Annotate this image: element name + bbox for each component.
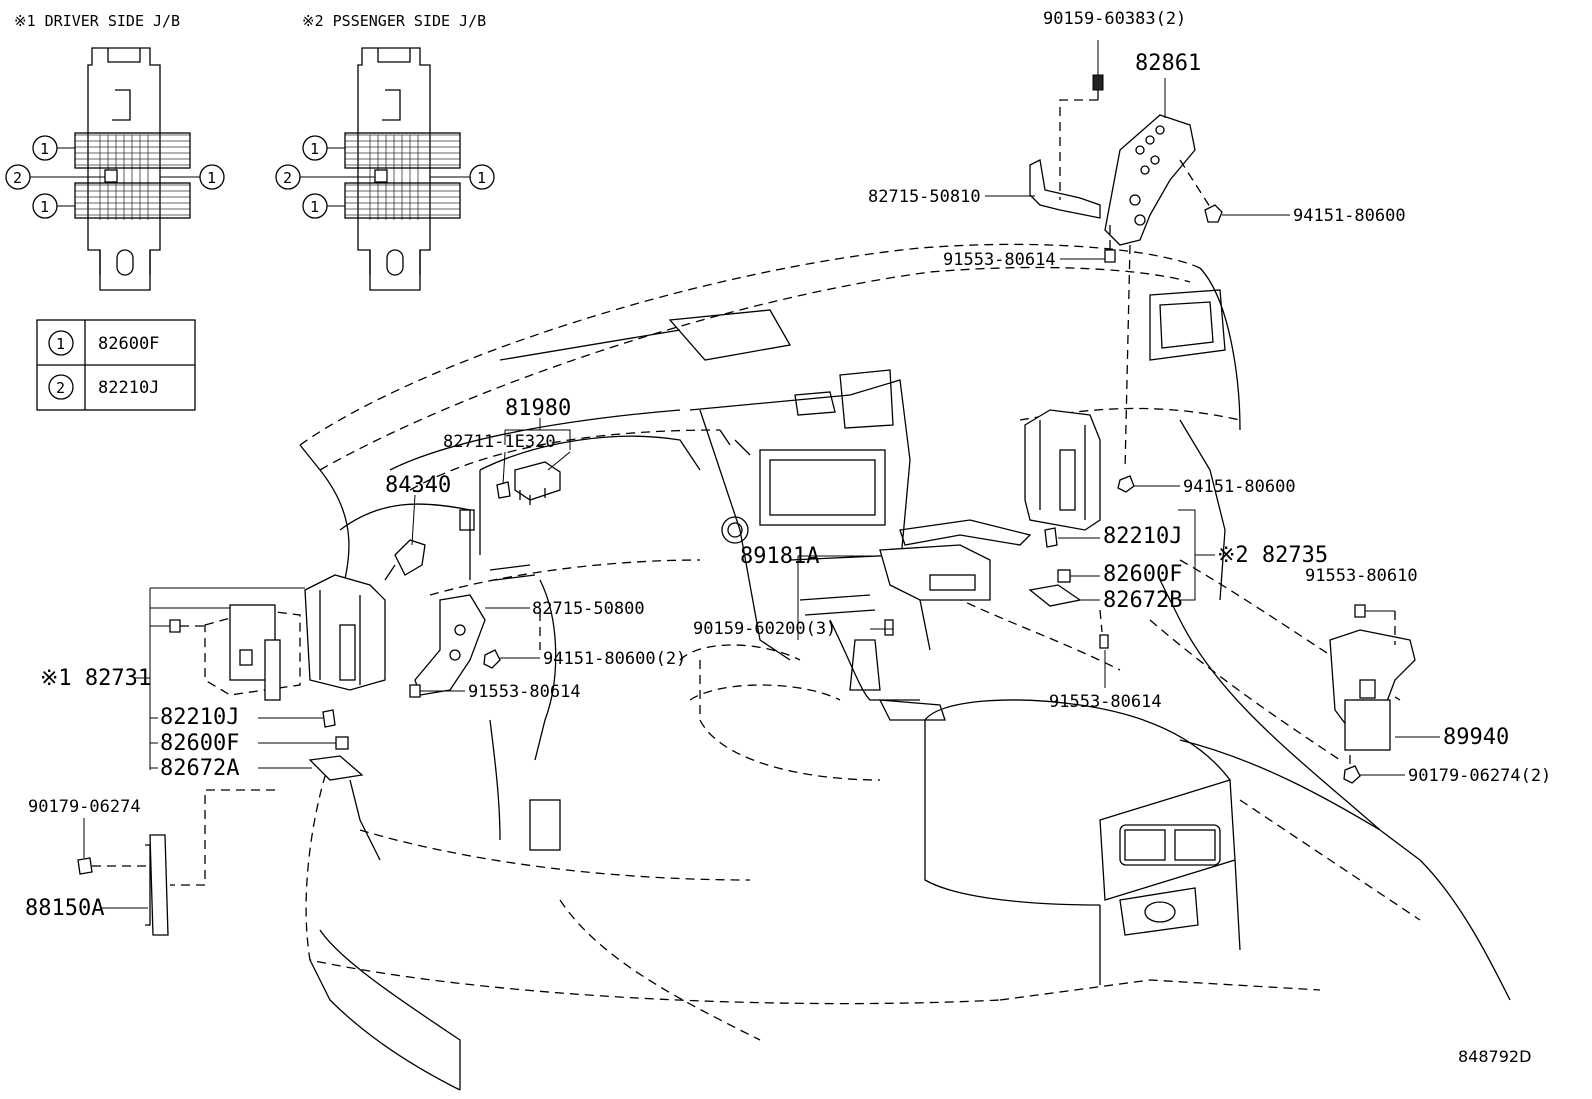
driver-callout-1-bottom: 1 [32,193,75,219]
driver-jb-illustration [74,47,191,291]
passenger-callout-2: 2 [275,164,375,190]
label-89181A: 89181A [740,544,819,569]
relay-82600F-left [335,736,349,750]
label-82715-50810: 82715-50810 [868,187,981,207]
driver-jb-header: ※1 DRIVER SIDE J/B [14,12,180,30]
module-89181A [879,519,1032,601]
label-82210J-right: 82210J [1103,524,1182,549]
label-90159-60200: 90159-60200(3) [693,619,836,639]
svg-text:1: 1 [207,169,216,187]
passenger-jb-illustration [344,47,461,291]
label-82672A: 82672A [160,756,239,781]
label-91553-80610: 91553-80610 [1305,566,1418,586]
bolt-82731 [169,619,181,633]
passenger-callout-1-bottom: 1 [302,193,345,219]
svg-text:82210J: 82210J [98,378,159,398]
svg-text:2: 2 [56,379,65,397]
bolt-91553-80614-right [1099,634,1109,649]
cover-82672B [1028,584,1082,607]
label-84340: 84340 [385,473,451,498]
label-91553-80614-right: 91553-80614 [1049,692,1162,712]
legend-row-1: 1 82600F [48,330,159,356]
switch-84340 [384,539,426,581]
label-94151-80600-2: 94151-80600(2) [543,649,686,669]
driver-callout-1-right: 1 [160,164,225,190]
label-82672B: 82672B [1103,588,1182,613]
relay-81980 [514,461,561,505]
svg-text:1: 1 [56,335,65,353]
svg-text:2: 2 [13,169,22,187]
label-90159-60383: 90159-60383(2) [1043,9,1186,29]
label-88150A: 88150A [25,896,104,921]
svg-text:82600F: 82600F [98,334,159,354]
passenger-callout-1-right: 1 [430,164,495,190]
bracket-82715-50810 [1029,159,1101,219]
label-91553-80614-left: 91553-80614 [468,682,581,702]
nut-90179-06274-2 [1343,765,1361,784]
clip-82711-1E320 [496,481,511,499]
figure-id: 848792D [1458,1047,1531,1066]
label-94151-80600-mid: 94151-80600 [1183,477,1296,497]
nut-94151-80600-mid [1117,475,1135,493]
bracket-91553-80610 [1354,604,1366,618]
bolt-91553-80614-top [1104,249,1116,263]
label-90179-06274: 90179-06274 [28,797,141,817]
label-82715-50800: 82715-50800 [532,599,645,619]
bolt-90159-60200 [884,619,894,636]
relay-82600F-right [1057,569,1071,583]
label-82600F-right: 82600F [1103,562,1182,587]
svg-text:1: 1 [310,140,319,158]
vehicle-interior-outline [299,243,1511,1091]
label-82711-1E320: 82711-1E320 [443,432,556,452]
bolt-91553-80614-left [409,684,421,698]
label-82735: ※2 82735 [1217,543,1328,568]
label-82861: 82861 [1135,51,1201,76]
jb-82735 [1024,409,1101,531]
driver-callout-1-top: 1 [32,135,75,161]
svg-text:1: 1 [40,140,49,158]
label-81980: 81980 [505,396,571,421]
legend-row-2: 2 82210J [48,374,159,400]
label-89940: 89940 [1443,725,1509,750]
svg-text:1: 1 [40,198,49,216]
cover-82672A [308,755,364,781]
label-82600F-left: 82600F [160,731,239,756]
bracket-82861 [1104,114,1196,246]
svg-text:1: 1 [477,169,486,187]
passenger-callout-1-top: 1 [302,135,345,161]
bolt-90159-60383 [1092,74,1104,100]
svg-text:1: 1 [310,198,319,216]
passenger-jb-header: ※2 PSSENGER SIDE J/B [302,12,486,30]
label-82210J-left: 82210J [160,705,239,730]
leader-lines [83,40,1440,909]
nut-90179-06274 [77,857,93,875]
nut-94151-80600-top [1204,204,1223,223]
nut-94151-80600-2 [483,649,501,669]
svg-text:2: 2 [283,169,292,187]
legend-table: 1 82600F 2 82210J [36,319,196,411]
bracket-82715-50800 [414,594,486,696]
jb-82731 [204,574,386,701]
label-91553-80614-top: 91553-80614 [943,250,1056,270]
label-90179-06274-2: 90179-06274(2) [1408,766,1551,786]
fuse-82210J-left [322,709,336,728]
label-82731: ※1 82731 [40,666,151,691]
driver-callout-2: 2 [5,164,105,190]
fuse-82210J-right [1044,527,1058,548]
module-89940 [1329,629,1416,751]
module-88150A [145,834,169,936]
label-94151-80600-top: 94151-80600 [1293,206,1406,226]
